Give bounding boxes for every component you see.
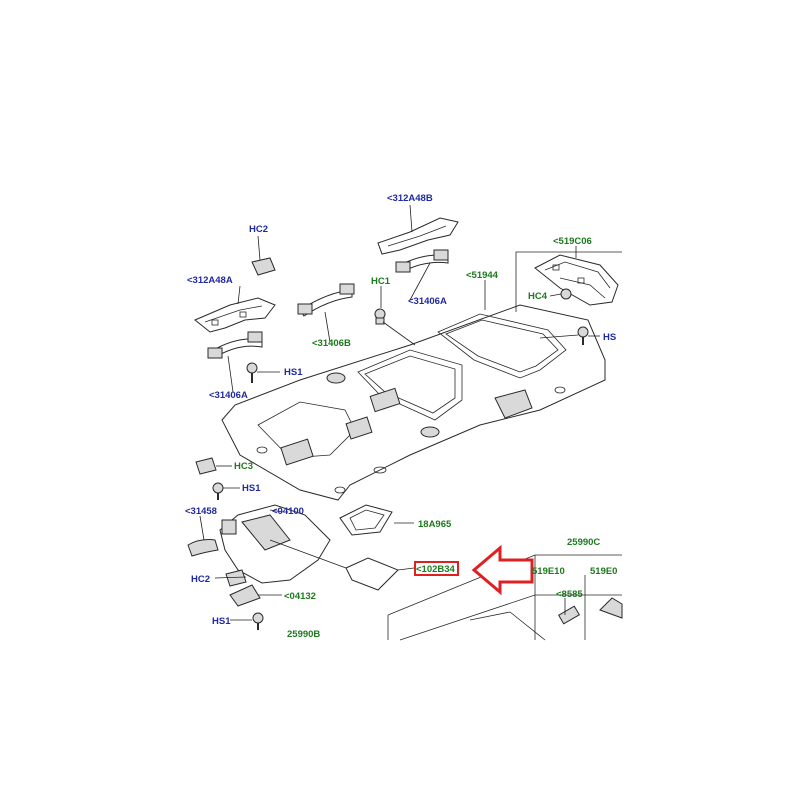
bracket-312a48a	[194, 297, 276, 333]
clip-hc1	[374, 308, 386, 325]
label-hc3: HC3	[234, 461, 253, 472]
clip-hc4	[560, 288, 572, 300]
label-25990c: 25990C	[567, 537, 600, 548]
headliner-panel	[221, 304, 606, 501]
label-312a48a: <312A48A	[187, 275, 233, 286]
label-51944: <51944	[466, 270, 499, 281]
label-31406a-left: <31406A	[209, 390, 248, 401]
screw-hs1-top	[246, 362, 258, 383]
highlight-arrow	[471, 544, 534, 596]
mirror-cover-102b34	[345, 557, 399, 591]
sun-visor-clip-31458	[187, 539, 219, 557]
label-04132: <04132	[284, 591, 316, 602]
bracket-18a965	[339, 504, 393, 536]
label-519e10: 519E10	[532, 566, 565, 577]
grab-handle-31406a-left	[207, 331, 263, 359]
label-519c06: <519C06	[553, 236, 592, 247]
label-312a48b: <312A48B	[387, 193, 433, 204]
label-hc2-top: HC2	[249, 224, 268, 235]
label-hs-right: HS	[603, 332, 616, 343]
label-18a965: 18A965	[418, 519, 452, 530]
screw-hs1-mid	[212, 482, 224, 500]
clip-hc2-bottom	[225, 569, 247, 587]
visor-hinge-04132	[229, 584, 261, 607]
label-25990b: 25990B	[287, 629, 320, 640]
grab-handle-31406b	[297, 283, 355, 317]
clip-hc3	[195, 457, 217, 475]
label-hs1-mid: HS1	[242, 483, 261, 494]
label-519e-right: 519E0	[590, 566, 617, 577]
clip-hc2-top	[251, 257, 276, 276]
label-hc4: HC4	[528, 291, 548, 302]
sunroof-opening-rear	[437, 313, 567, 379]
sun-visor-04100	[219, 504, 331, 584]
inset-frame-25990c	[387, 554, 623, 641]
screw-hs1-bottom	[252, 612, 264, 630]
label-04100: <04100	[272, 506, 304, 517]
label-hs1-top: HS1	[284, 367, 303, 378]
label-hc1: HC1	[371, 276, 391, 287]
inset-frame-519c06	[515, 251, 622, 312]
screw-hs-right	[577, 326, 589, 345]
grab-handle-31406a-mid	[395, 249, 449, 273]
label-31406b: <31406B	[312, 338, 351, 349]
highlight-box	[414, 561, 459, 576]
label-8585: <8585	[556, 589, 583, 600]
part-labels: HC2 <312A48A <31406A HS1 <312A48B <31406…	[185, 193, 617, 640]
leader-lines	[199, 204, 600, 621]
label-31458: <31458	[185, 506, 217, 517]
label-31406a-mid: <31406A	[408, 296, 447, 307]
label-hc2-bottom: HC2	[191, 574, 210, 585]
label-hs1-bottom: HS1	[212, 616, 231, 627]
bracket-312a48b	[377, 217, 459, 255]
label-102b34: <102B34	[416, 564, 456, 575]
